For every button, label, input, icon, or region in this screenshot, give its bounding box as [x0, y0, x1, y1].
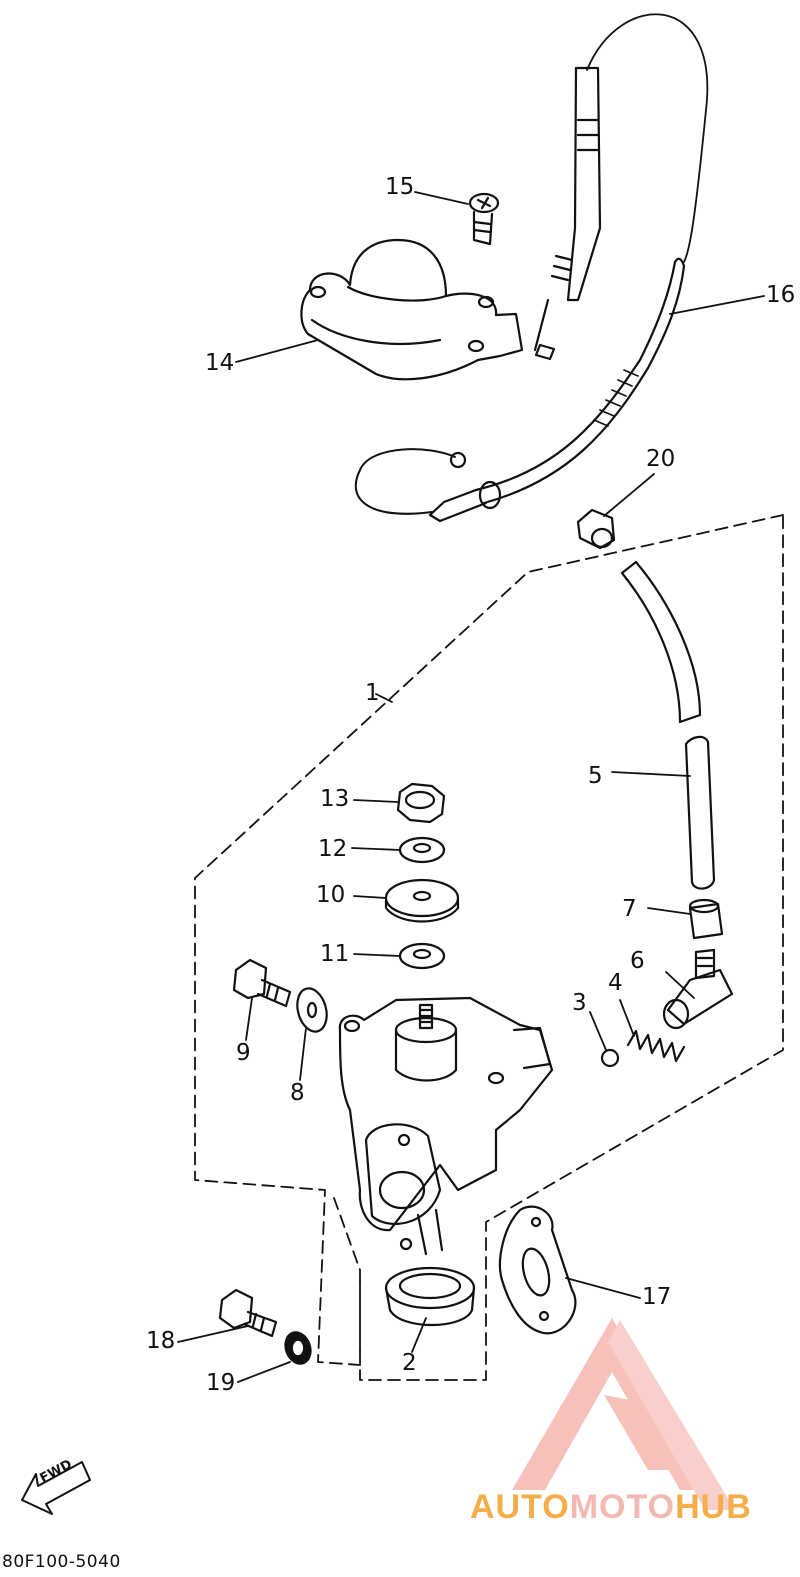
washer-part-19: [284, 1331, 312, 1365]
callout-17: 17: [642, 1284, 672, 1310]
callout-15: 15: [385, 174, 415, 200]
elbow-fitting-part-6: [662, 948, 734, 1030]
ball-part-3: [600, 1048, 620, 1068]
bolt-part-9: [232, 958, 292, 1008]
callout-11: 11: [320, 941, 350, 967]
callout-5: 5: [588, 763, 603, 789]
fwd-arrow-icon: [21, 1461, 91, 1515]
bolt-part-18: [218, 1288, 278, 1338]
callout-7: 7: [622, 896, 637, 922]
pump-body-part-1: [338, 996, 554, 1256]
callout-12: 12: [318, 836, 348, 862]
callout-9: 9: [236, 1040, 251, 1066]
callout-10: 10: [316, 882, 346, 908]
gasket-part-17: [498, 1205, 577, 1335]
watermark-text-moto: MOTO: [569, 1488, 676, 1526]
callout-1: 1: [365, 680, 380, 706]
callout-19: 19: [206, 1370, 236, 1396]
nut-part-13: [396, 782, 446, 824]
watermark-text-auto: AUTO: [470, 1488, 570, 1526]
callout-13: 13: [320, 786, 350, 812]
hose-upper: [620, 560, 702, 724]
screw-part-15: [468, 192, 500, 246]
hose-part-5: [684, 735, 716, 890]
callout-4: 4: [608, 970, 623, 996]
callout-3: 3: [572, 990, 587, 1016]
sleeve-part-7: [688, 898, 724, 940]
collar-part-20: [576, 508, 616, 550]
plate-part-10: [384, 878, 460, 923]
callout-6: 6: [630, 948, 645, 974]
washer-part-8: [296, 987, 328, 1033]
cover-part-14: [300, 238, 524, 381]
washer-part-11: [398, 942, 446, 970]
callout-8: 8: [290, 1080, 305, 1106]
callout-20: 20: [646, 446, 676, 472]
assembly-boundary-dashed: [194, 514, 784, 1381]
watermark-logo: [512, 1318, 735, 1510]
callout-2: 2: [402, 1350, 417, 1376]
watermark-text: AUTOMOTOHUB: [470, 1488, 752, 1527]
seal-part-2: [384, 1266, 476, 1326]
spring-part-4: [626, 1029, 686, 1063]
callout-16: 16: [766, 282, 796, 308]
callout-18: 18: [146, 1328, 176, 1354]
leader-lines: [177, 191, 765, 1383]
washer-part-12: [398, 836, 446, 864]
callout-14: 14: [205, 350, 235, 376]
diagram-code: 80F100-5040: [2, 1552, 121, 1572]
throttle-cable: [354, 13, 709, 523]
watermark-text-hub: HUB: [675, 1488, 752, 1526]
